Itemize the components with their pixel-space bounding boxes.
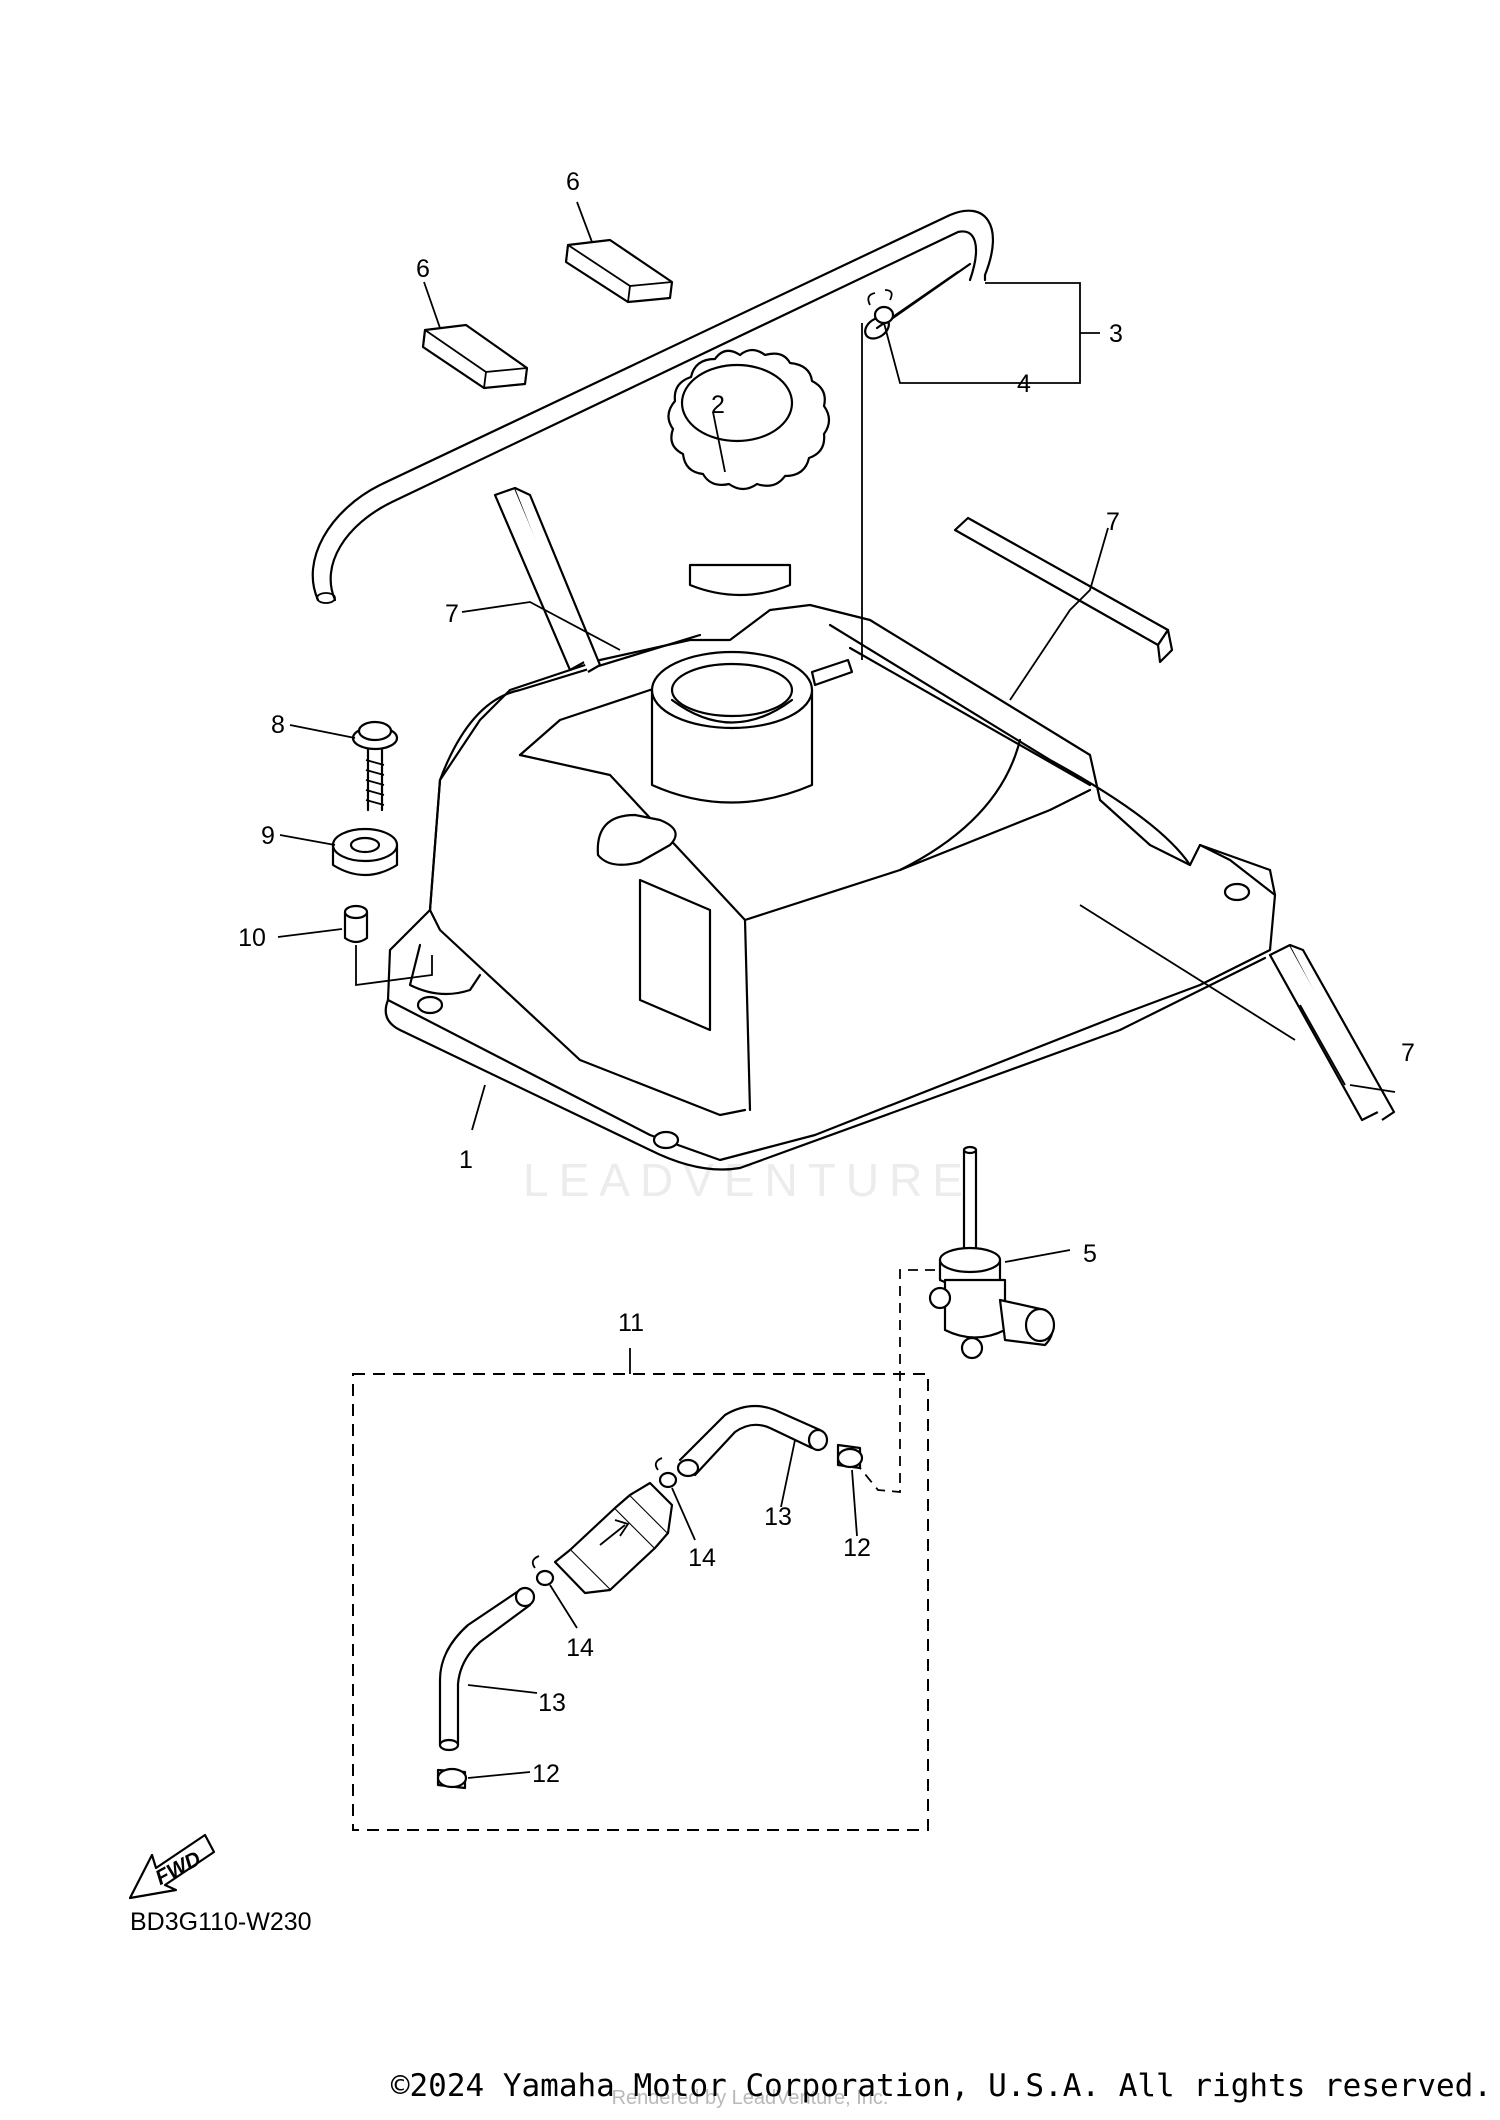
part-1-fuel-tank[interactable] (384, 603, 1277, 1171)
part-12-clamp-lower[interactable] (436, 1767, 468, 1790)
callout-3: 3 (1109, 320, 1123, 348)
callout-12-lower: 12 (532, 1760, 560, 1788)
callout-9: 9 (261, 822, 275, 850)
callout-7-right: 7 (1106, 508, 1120, 536)
leader-lines (277, 201, 1396, 1779)
callout-11: 11 (618, 1309, 644, 1337)
fuel-filter[interactable] (553, 1481, 674, 1595)
callout-6-lower: 6 (416, 255, 430, 283)
part-13-hose-upper[interactable] (676, 1404, 829, 1478)
part-10-collar[interactable] (343, 904, 369, 944)
part-9-grommet[interactable] (331, 827, 399, 876)
copyright-notice: ©2024 Yamaha Motor Corporation, U.S.A. A… (390, 2068, 1492, 2104)
part-6-pad-lower[interactable] (421, 323, 529, 390)
callout-2: 2 (711, 391, 725, 419)
part-14-clip-lower[interactable] (531, 1555, 555, 1587)
part-3-breather-hose[interactable] (311, 209, 994, 604)
part-11-kit-boundary (352, 1373, 929, 1831)
callout-1: 1 (459, 1146, 473, 1174)
callout-14-upper: 14 (688, 1544, 716, 1572)
callout-12-upper: 12 (843, 1534, 871, 1562)
part-8-bolt[interactable] (351, 720, 399, 812)
part-7-pad-lower[interactable] (1268, 943, 1396, 1122)
part-5-fuel-cock[interactable] (928, 1145, 1056, 1360)
callout-4: 4 (1017, 370, 1031, 398)
part-7-pad-right[interactable] (953, 516, 1174, 664)
callout-7-lower: 7 (1401, 1039, 1415, 1067)
callout-13-lower: 13 (538, 1689, 566, 1717)
part-13-hose-lower[interactable] (438, 1586, 536, 1752)
diagram-code: BD3G110-W230 (130, 1908, 312, 1936)
fwd-arrow-icon: FWD (128, 1833, 216, 1900)
callout-7-left: 7 (445, 600, 459, 628)
callout-8: 8 (271, 711, 285, 739)
part-14-clip-upper[interactable] (654, 1457, 678, 1489)
part-7-pad-left[interactable] (493, 486, 602, 673)
callout-13-upper: 13 (764, 1503, 792, 1531)
callout-10: 10 (238, 924, 266, 952)
part-6-pad-upper[interactable] (564, 238, 674, 304)
rendered-by-note: Rendered by LeadVenture, Inc. (611, 2087, 889, 2109)
callout-6-upper: 6 (566, 168, 580, 196)
part-4-clip[interactable] (867, 289, 895, 325)
callout-5: 5 (1083, 1240, 1097, 1268)
part-2-fuel-cap[interactable] (667, 348, 831, 597)
callout-14-lower: 14 (566, 1634, 594, 1662)
part-12-clamp-upper[interactable] (836, 1443, 864, 1470)
callout-labels: 6 6 3 4 2 7 7 8 9 10 7 1 5 11 13 12 14 1… (238, 168, 1415, 1788)
watermark-text: LEADVENTURE (523, 1154, 973, 1206)
